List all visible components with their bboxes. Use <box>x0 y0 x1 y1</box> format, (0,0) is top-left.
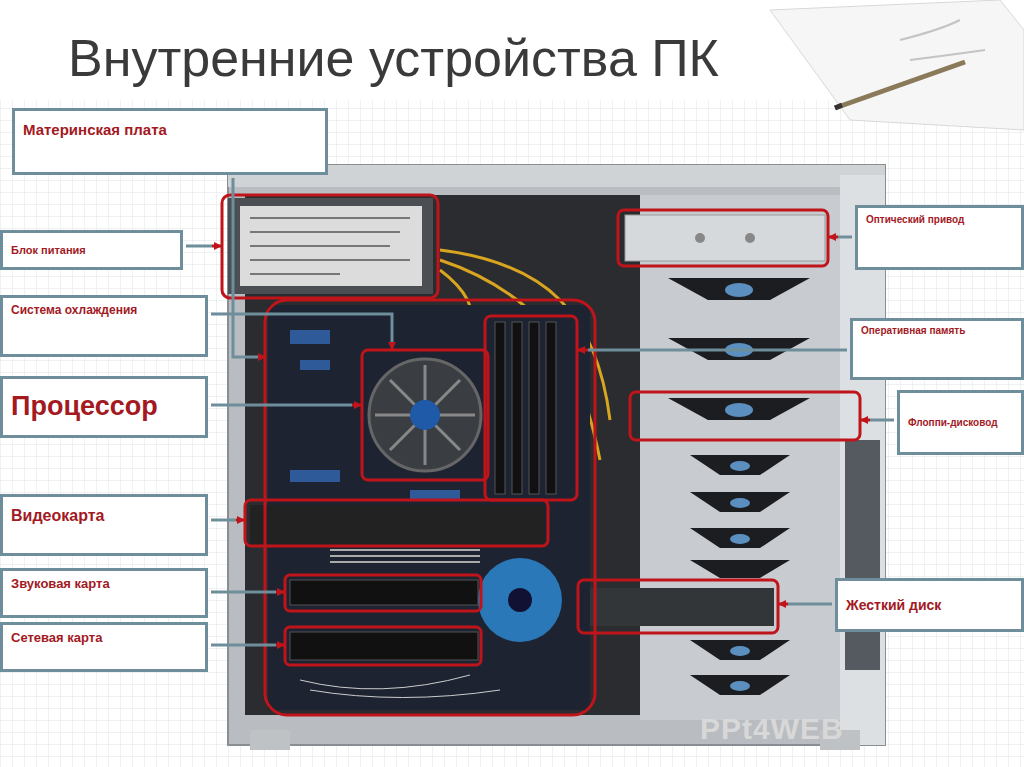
callout-text: Оперативная память <box>861 325 1013 337</box>
callout-box: Звуковая карта <box>0 568 208 618</box>
callout-text: Видеокарта <box>11 507 197 525</box>
callout-text: Материнская плата <box>23 121 317 138</box>
callout-box: Блок питания <box>0 230 183 270</box>
callout-text: Блок питания <box>11 244 172 257</box>
callout-text: Оптический привод <box>866 214 1013 226</box>
callout-text: Звуковая карта <box>11 577 197 592</box>
callout-box: Сетевая карта <box>0 622 208 672</box>
callout-box: Материнская плата <box>12 108 328 175</box>
callout-box: Жесткий диск <box>835 578 1024 632</box>
callout-box: Система охлаждения <box>0 295 208 357</box>
page-title: Внутренние устройства ПК <box>68 28 719 88</box>
callout-text: Жесткий диск <box>846 597 1013 613</box>
callout-box: Оперативная память <box>850 318 1024 380</box>
callout-text: Флоппи-дисковод <box>908 417 1013 429</box>
callout-text: Система охлаждения <box>11 304 197 318</box>
callout-box: Процессор <box>0 376 208 438</box>
callout-text: Процессор <box>11 391 197 422</box>
callout-box: Видеокарта <box>0 494 208 556</box>
callout-box: Флоппи-дисковод <box>897 390 1024 455</box>
callout-text: Сетевая карта <box>11 631 197 646</box>
watermark: PPt4WEB <box>700 712 844 746</box>
callout-box: Оптический привод <box>855 205 1024 270</box>
